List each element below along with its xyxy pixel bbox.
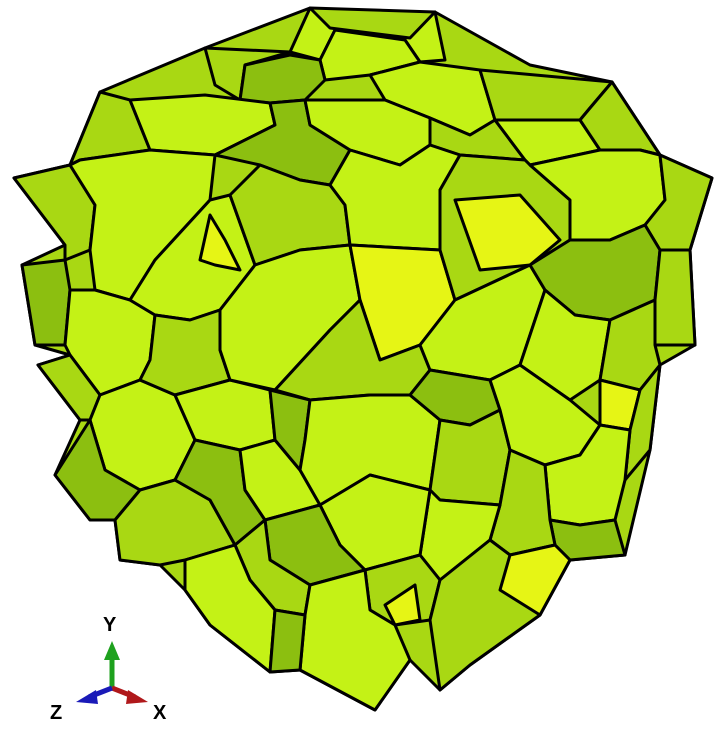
grain-left-3	[20, 258, 72, 347]
grain-yellow-4	[498, 543, 572, 617]
y-axis-arrowhead	[104, 641, 120, 660]
grain-center-right-4	[428, 408, 512, 507]
grain-lower-9	[268, 608, 307, 674]
grain-yellow-3	[383, 583, 422, 627]
x-axis-label: X	[153, 702, 167, 724]
grain-right-9	[623, 363, 662, 482]
grain-yellow-1	[198, 213, 242, 272]
coordinate-triad: Y Z X	[50, 614, 167, 724]
polycrystal-grain-model[interactable]	[12, 6, 714, 712]
grain-yellow-2	[453, 193, 562, 272]
z-axis-label: Z	[50, 702, 62, 724]
grain-right-4	[653, 248, 697, 347]
grain-lower-8	[298, 568, 412, 712]
z-axis-arrowhead	[76, 690, 98, 704]
y-axis-label: Y	[103, 614, 117, 636]
x-axis-arrowhead	[126, 690, 148, 704]
